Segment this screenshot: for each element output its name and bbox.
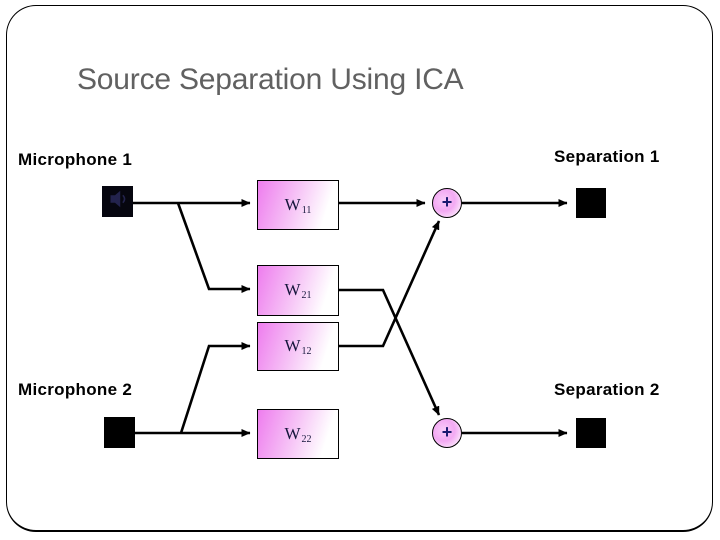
sum-node-1: + [432, 188, 462, 218]
line-w21-to-sum2 [337, 288, 441, 416]
line-mic1-branch-to-w21 [176, 202, 251, 293]
label-microphone-2: Microphone 2 [18, 380, 133, 399]
sum-node-2: + [432, 418, 462, 448]
weight-box-w12: W12 [257, 322, 339, 371]
microphone-2-node [104, 417, 135, 448]
weight-label-w11: W11 [284, 194, 312, 216]
weight-label-w21: W21 [284, 280, 312, 301]
speaker-icon [106, 187, 130, 216]
weight-label-w12: W12 [284, 336, 312, 357]
weight-box-w22: W22 [257, 409, 339, 459]
separation-1-node [576, 188, 606, 218]
weight-label-w22: W22 [284, 423, 312, 445]
plus-sign-1: + [441, 191, 453, 212]
slide-title: Source Separation Using ICA [77, 63, 464, 96]
label-microphone-1: Microphone 1 [18, 150, 133, 169]
label-separation-2: Separation 2 [554, 380, 660, 399]
weight-box-w11: W11 [257, 180, 339, 230]
label-separation-1: Separation 1 [554, 147, 660, 166]
separation-2-node [576, 418, 606, 448]
weight-box-w21: W21 [257, 265, 339, 316]
line-w12-to-sum1 [336, 220, 441, 348]
plus-sign-2: + [441, 421, 453, 442]
line-mic2-branch-to-w12 [179, 342, 251, 434]
microphone-1-node [102, 186, 133, 217]
